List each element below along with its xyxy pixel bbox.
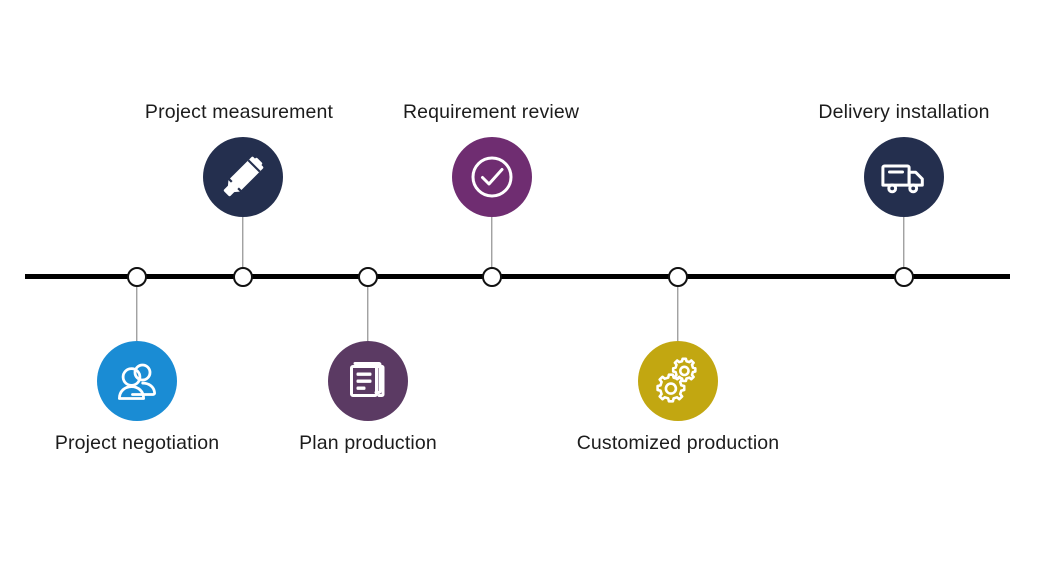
connector-line-step-6: [903, 217, 905, 277]
connector-line-step-2: [242, 217, 244, 277]
timeline-node-5[interactable]: [668, 267, 688, 287]
timeline-node-2[interactable]: [233, 267, 253, 287]
step-label-delivery-installation: Delivery installation: [818, 101, 990, 123]
pencil-ruler-icon: [218, 152, 268, 202]
connector-line-step-1: [136, 279, 138, 341]
step-label-project-measurement: Project measurement: [144, 101, 334, 123]
step-icon-badge-check-circle[interactable]: [452, 137, 532, 217]
step-label-customized-production: Customized production: [576, 432, 780, 454]
step-icon-badge-delivery-truck[interactable]: [864, 137, 944, 217]
timeline-node-6[interactable]: [894, 267, 914, 287]
timeline-node-1[interactable]: [127, 267, 147, 287]
people-group-icon: [111, 355, 163, 407]
step-icon-badge-documents[interactable]: [328, 341, 408, 421]
step-label-plan-production: Plan production: [299, 432, 437, 454]
check-circle-icon: [467, 152, 517, 202]
connector-line-step-4: [491, 217, 493, 277]
connector-line-step-5: [677, 279, 679, 341]
gears-icon: [652, 355, 704, 407]
step-icon-badge-pencil-ruler[interactable]: [203, 137, 283, 217]
step-icon-badge-gears[interactable]: [638, 341, 718, 421]
step-label-requirement-review: Requirement review: [402, 101, 580, 123]
documents-icon: [345, 358, 391, 404]
timeline-axis: [25, 274, 1010, 279]
step-label-project-negotiation: Project negotiation: [54, 432, 220, 454]
timeline-node-4[interactable]: [482, 267, 502, 287]
timeline-node-3[interactable]: [358, 267, 378, 287]
step-icon-badge-people-group[interactable]: [97, 341, 177, 421]
delivery-truck-icon: [879, 152, 929, 202]
connector-line-step-3: [367, 279, 369, 341]
